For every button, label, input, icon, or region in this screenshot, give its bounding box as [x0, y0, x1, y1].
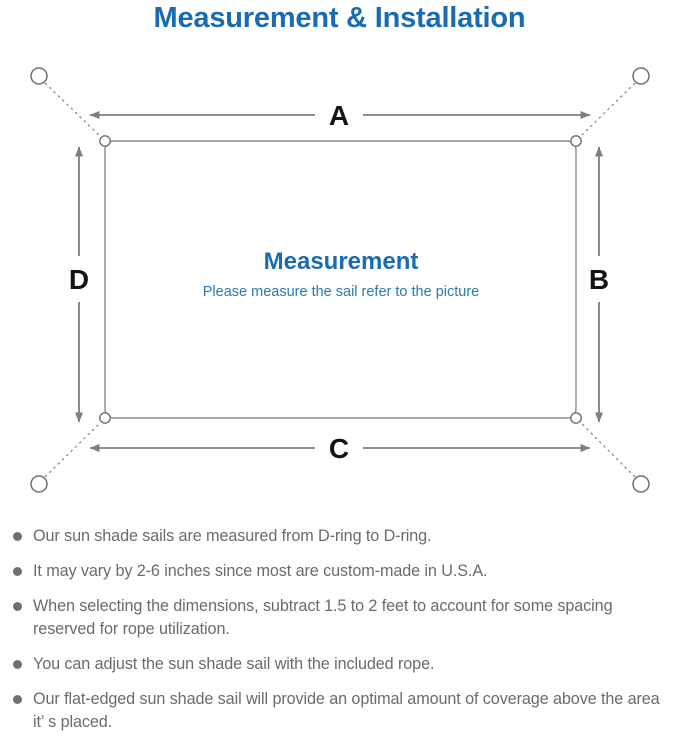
bullet-icon	[13, 532, 22, 541]
note-text: When selecting the dimensions, subtract …	[33, 597, 613, 638]
rope-lines	[44, 82, 636, 478]
notes-list: Our sun shade sails are measured from D-…	[0, 525, 679, 746]
page-title: Measurement & Installation	[153, 2, 526, 34]
bullet-icon	[13, 602, 22, 611]
rope-line-top-left	[44, 82, 101, 137]
note-text: Our sun shade sails are measured from D-…	[33, 527, 432, 545]
diagram-center-subtitle: Please measure the sail refer to the pic…	[203, 284, 479, 300]
measurement-diagram: A C D B Measurement Please measure the s…	[0, 44, 679, 514]
anchor-rings	[30, 67, 650, 493]
bullet-icon	[13, 660, 22, 669]
bullet-icon	[13, 567, 22, 576]
d-ring-bottom-left-icon	[99, 412, 111, 424]
d-rings	[99, 135, 582, 424]
d-ring-bottom-right-icon	[570, 412, 582, 424]
list-item: Our flat-edged sun shade sail will provi…	[10, 688, 665, 734]
bullet-icon	[13, 695, 22, 704]
anchor-top-left-icon	[30, 67, 48, 85]
d-ring-top-right-icon	[570, 135, 582, 147]
note-text: You can adjust the sun shade sail with t…	[33, 655, 435, 673]
anchor-bottom-left-icon	[30, 475, 48, 493]
rope-line-bottom-left	[44, 422, 101, 478]
list-item: You can adjust the sun shade sail with t…	[10, 653, 665, 676]
d-ring-top-left-icon	[99, 135, 111, 147]
list-item: When selecting the dimensions, subtract …	[10, 595, 665, 641]
list-item: Our sun shade sails are measured from D-…	[10, 525, 665, 548]
diagram-center-title: Measurement	[264, 248, 419, 275]
note-text: Our flat-edged sun shade sail will provi…	[33, 690, 660, 731]
rope-line-bottom-right	[580, 422, 636, 478]
anchor-bottom-right-icon	[632, 475, 650, 493]
anchor-top-right-icon	[632, 67, 650, 85]
dimension-label-a: A	[329, 100, 349, 131]
sail-rectangle	[104, 140, 577, 419]
diagram-svg: A C D B Measurement Please measure the s…	[30, 67, 650, 493]
dimension-label-c: C	[329, 433, 349, 464]
rope-line-top-right	[580, 82, 636, 137]
note-text: It may vary by 2-6 inches since most are…	[33, 562, 488, 580]
dimension-label-d: D	[69, 264, 89, 295]
dimension-label-b: B	[589, 264, 609, 295]
list-item: It may vary by 2-6 inches since most are…	[10, 560, 665, 583]
